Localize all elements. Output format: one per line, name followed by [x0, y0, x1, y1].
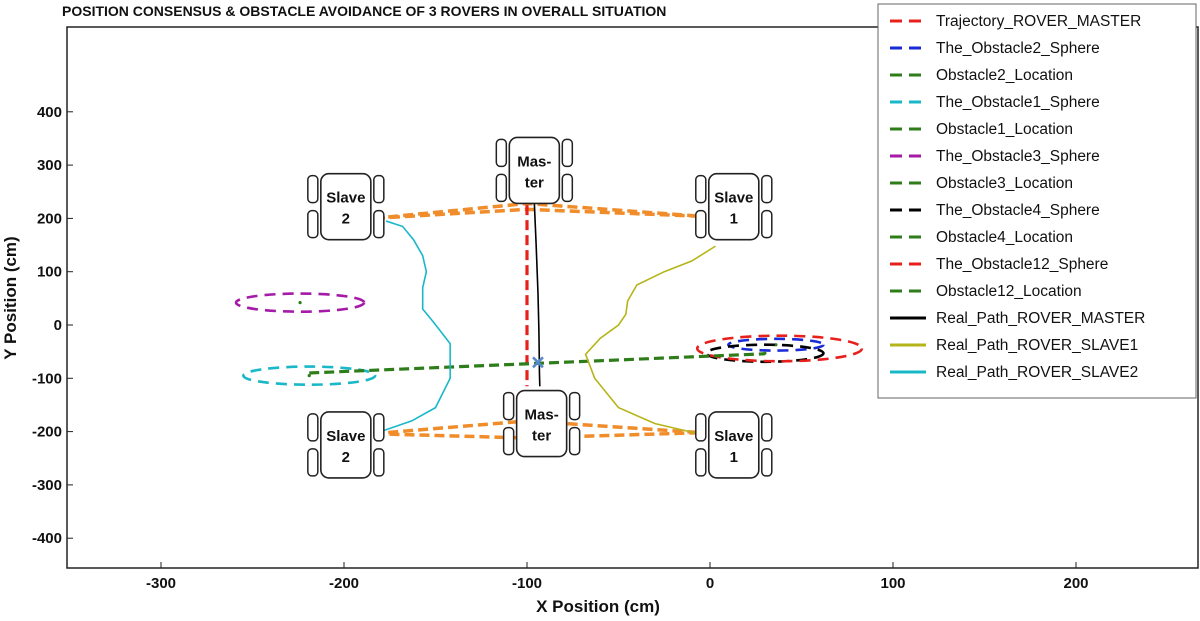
rover-wheel [695, 448, 707, 477]
rover-wheel [373, 209, 385, 239]
rover-wheel [761, 209, 773, 239]
y-tick-label: -100 [32, 370, 62, 387]
rover-wheel [695, 209, 707, 239]
rover-body [320, 411, 372, 479]
rover-label: 1 [730, 211, 738, 228]
legend-label: Real_Path_ROVER_MASTER [936, 310, 1145, 327]
rover-body [707, 411, 760, 479]
legend-label: The_Obstacle2_Sphere [936, 40, 1100, 57]
legend-label: The_Obstacle1_Sphere [936, 94, 1100, 111]
rover-label: Mas- [525, 407, 559, 424]
legend-label: The_Obstacle4_Sphere [936, 202, 1100, 219]
rover-wheel [373, 448, 385, 477]
y-tick-label: -400 [32, 530, 62, 547]
legend-label: Obstacle1_Location [936, 121, 1073, 138]
rover-label: 2 [342, 211, 350, 228]
rover-icon: Slave 2 [307, 411, 385, 479]
start-marker [532, 356, 544, 369]
rover-label: Slave [714, 190, 753, 207]
rover-wheel [307, 174, 319, 204]
legend-label: The_Obstacle3_Sphere [936, 148, 1100, 165]
x-tick-label: -300 [146, 575, 176, 592]
y-tick-label: 200 [37, 210, 62, 227]
rover-icon: Slave 1 [695, 172, 773, 241]
y-tick-label: -200 [32, 424, 62, 441]
legend-label: Trajectory_ROVER_MASTER [936, 13, 1141, 30]
legend-label: The_Obstacle12_Sphere [936, 256, 1108, 273]
rover-body [320, 172, 372, 241]
real-path-rover-slave2-line [380, 220, 451, 433]
rover-wheel [495, 138, 508, 168]
x-tick-label: -100 [512, 575, 542, 592]
y-tick-label: 0 [54, 317, 62, 334]
rover-wheel [561, 173, 574, 203]
rover-wheel [761, 413, 773, 442]
real-path-rover-master-line [533, 202, 541, 387]
obstacle3-location-point [298, 301, 302, 305]
rover-wheel [307, 413, 319, 442]
y-tick-label: 100 [37, 264, 62, 281]
x-tick-label: 100 [880, 575, 905, 592]
rover-wheel [373, 413, 385, 442]
x-tick-label: -200 [329, 575, 359, 592]
y-tick-label: 300 [37, 157, 62, 174]
axis-ticks: -300 -200 -100 0 100 200 -400 -300 -200 -100 0 100 2… [32, 104, 1089, 592]
the-obstacle3-sphere-ellipse [234, 292, 366, 313]
rover-wheel [307, 448, 319, 477]
rover-body [707, 172, 760, 241]
rover-label: ter [525, 174, 544, 191]
plot-frame [66, 26, 1199, 569]
rover-label: Mas- [517, 153, 551, 170]
legend-label: Real_Path_ROVER_SLAVE1 [936, 337, 1138, 354]
y-axis-label: Y Position (cm) [1, 236, 20, 359]
obstacle1-location-point [307, 374, 311, 378]
rover-label: Slave [326, 428, 365, 445]
rover-icon: Slave 2 [307, 172, 385, 241]
x-tick-label: 0 [706, 575, 714, 592]
rover-wheel [695, 174, 707, 204]
rover-wheel [695, 413, 707, 442]
rover-body [515, 389, 568, 458]
y-tick-label: 400 [37, 104, 62, 121]
legend-label: Real_Path_ROVER_SLAVE2 [936, 364, 1138, 381]
rover-body [508, 136, 561, 205]
rover-wheel [495, 173, 508, 203]
rover-wheel [568, 426, 581, 456]
x-axis-label: X Position (cm) [536, 597, 660, 616]
rover-wheel [307, 209, 319, 239]
the-obstacle2-sphere-ellipse [726, 337, 825, 352]
rover-label: ter [532, 428, 551, 445]
real-path-rover-slave1-line [584, 245, 716, 436]
rover-wheel [761, 174, 773, 204]
rover-label: 2 [342, 449, 350, 466]
the-obstacle12-sphere-ellipse [695, 334, 864, 363]
legend-label: Obstacle3_Location [936, 175, 1073, 192]
y-tick-label: -300 [32, 477, 62, 494]
legend-label: Obstacle4_Location [936, 229, 1073, 246]
rover-icon: Mas-ter [502, 389, 581, 458]
rover-wheel [761, 448, 773, 477]
rover-icon: Slave 1 [695, 411, 773, 479]
legend-label: Obstacle12_Location [936, 283, 1082, 300]
rover-wheel [561, 138, 574, 168]
rover-wheel [502, 391, 515, 421]
rover-wheel [568, 391, 581, 421]
rover-label: 1 [730, 449, 738, 466]
rover-icon: Mas-ter [495, 136, 574, 205]
rover-wheel [373, 174, 385, 204]
rover-wheel [502, 426, 515, 456]
formation-link [373, 201, 701, 221]
rover-label: Slave [714, 428, 753, 445]
the-obstacle1-sphere-ellipse [242, 365, 377, 386]
chart-title: POSITION CONSENSUS & OBSTACLE AVOIDANCE … [62, 3, 666, 19]
rover-label: Slave [326, 190, 365, 207]
x-tick-label: 200 [1063, 575, 1088, 592]
legend: Trajectory_ROVER_MASTER The_Obstacle2_Sph… [877, 3, 1197, 399]
legend-label: Obstacle2_Location [936, 67, 1073, 84]
legend-box [877, 3, 1197, 399]
